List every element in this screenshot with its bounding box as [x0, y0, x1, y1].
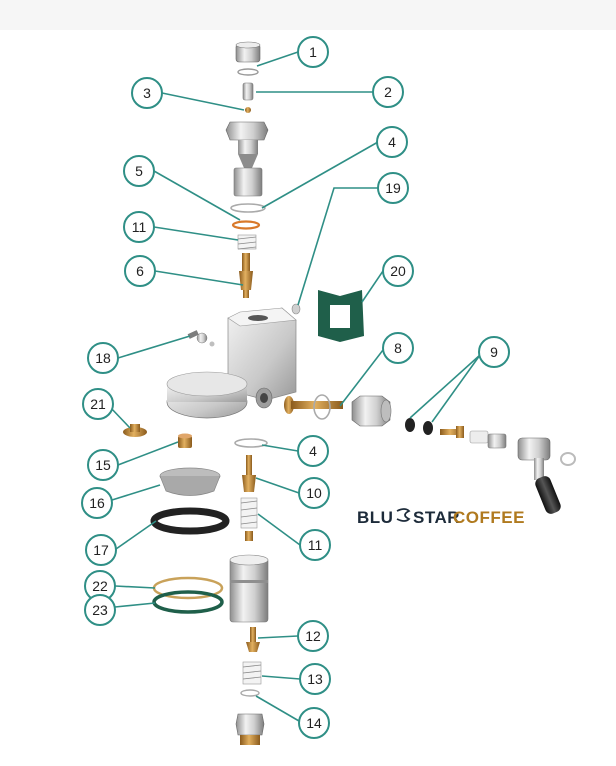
o-ring-14-part: [240, 689, 260, 697]
logo-word-coffee: COFFEE: [453, 508, 525, 527]
callout-5-label: 5: [135, 163, 143, 179]
callout-18: 18: [87, 342, 119, 374]
logo-word-blu: BLU: [357, 508, 393, 527]
callout-16-label: 16: [89, 495, 105, 511]
callout-22: 22: [84, 570, 116, 602]
group-head-body-part: [166, 307, 297, 419]
end-washer-part: [560, 452, 576, 466]
green-gasket-part: [318, 290, 364, 342]
brass-bolt-part: [284, 396, 343, 414]
washer-part: [237, 68, 259, 76]
callout-9-label: 9: [490, 344, 498, 360]
small-ball-part: [245, 107, 251, 113]
small-disc-part: [291, 303, 301, 315]
logo-word-star: STAR: [413, 508, 460, 527]
callout-20-label: 20: [390, 263, 406, 279]
callout-1: 1: [297, 36, 329, 68]
callout-8: 8: [382, 332, 414, 364]
black-washer-b-part: [423, 421, 433, 435]
callout-11-lower-label: 11: [308, 537, 323, 553]
callout-17-label: 17: [93, 542, 109, 558]
callout-4-upper: 4: [376, 126, 408, 158]
brass-stem-12-part: [246, 627, 260, 652]
callout-6-label: 6: [136, 263, 144, 279]
callout-11-upper-label: 11: [132, 219, 147, 235]
brass-valve-stem-part: [239, 253, 253, 298]
callout-15-label: 15: [95, 457, 111, 473]
spring-13-part: [242, 661, 262, 685]
bottom-nut-part: [235, 713, 265, 745]
o-ring-8-part: [313, 394, 331, 420]
brass-pin-right-part: [440, 426, 464, 438]
callout-3-label: 3: [143, 85, 151, 101]
valve-cylinder-part: [229, 554, 269, 623]
brand-logo: BLU STAR COFFEE: [357, 508, 525, 527]
callout-4-lower-label: 4: [309, 443, 317, 459]
callout-15: 15: [87, 449, 119, 481]
o-ring-part: [230, 203, 266, 213]
leader-lines: [109, 51, 481, 722]
callout-18-label: 18: [95, 350, 111, 366]
callout-23-label: 23: [92, 602, 108, 618]
callout-10-label: 10: [306, 485, 322, 501]
brass-tip-part: [245, 531, 253, 541]
spring-part: [237, 234, 257, 250]
steam-valve-handle-part: [517, 437, 561, 514]
callout-19: 19: [377, 172, 409, 204]
brass-cap-21-part: [123, 424, 147, 437]
callout-10: 10: [298, 477, 330, 509]
cap-nut-part: [235, 41, 261, 63]
callout-11-upper: 11: [123, 211, 155, 243]
callout-21: 21: [82, 388, 114, 420]
callout-11-lower: 11: [299, 529, 331, 561]
callout-4-lower: 4: [297, 435, 329, 467]
callout-13: 13: [299, 663, 331, 695]
callout-14: 14: [298, 707, 330, 739]
spring-11-lower-part: [240, 497, 258, 529]
o-ring-4-lower-part: [234, 438, 268, 448]
callout-9: 9: [478, 336, 510, 368]
copper-gasket-part: [231, 220, 261, 230]
callout-1-label: 1: [309, 44, 317, 60]
callout-2: 2: [372, 76, 404, 108]
hex-fitting-part: [351, 395, 392, 427]
callout-16: 16: [81, 487, 113, 519]
brass-valve-10-part: [242, 455, 256, 492]
callout-17: 17: [85, 534, 117, 566]
brass-nut-15-part: [178, 433, 192, 448]
small-fitting-part: [469, 430, 507, 449]
screw-part: [187, 330, 215, 347]
group-gasket-part: [150, 507, 230, 535]
valve-cap-part: [225, 121, 269, 197]
callout-21-label: 21: [90, 396, 106, 412]
callout-14-label: 14: [306, 715, 322, 731]
callout-6: 6: [124, 255, 156, 287]
shower-screen-part: [159, 467, 221, 496]
steam-s-icon: [396, 508, 411, 522]
header-band: [0, 0, 616, 30]
callout-8-label: 8: [394, 340, 402, 356]
callout-3: 3: [131, 77, 163, 109]
callout-20: 20: [382, 255, 414, 287]
callout-2-label: 2: [384, 84, 392, 100]
black-washer-a-part: [405, 418, 415, 432]
callout-23: 23: [84, 594, 116, 626]
callout-5: 5: [123, 155, 155, 187]
callout-22-label: 22: [92, 578, 108, 594]
callout-12: 12: [297, 620, 329, 652]
callout-4-upper-label: 4: [388, 134, 396, 150]
ring-23-part: [152, 590, 224, 614]
callout-13-label: 13: [307, 671, 323, 687]
callout-12-label: 12: [305, 628, 321, 644]
pin-part: [242, 82, 254, 101]
callout-19-label: 19: [385, 180, 401, 196]
